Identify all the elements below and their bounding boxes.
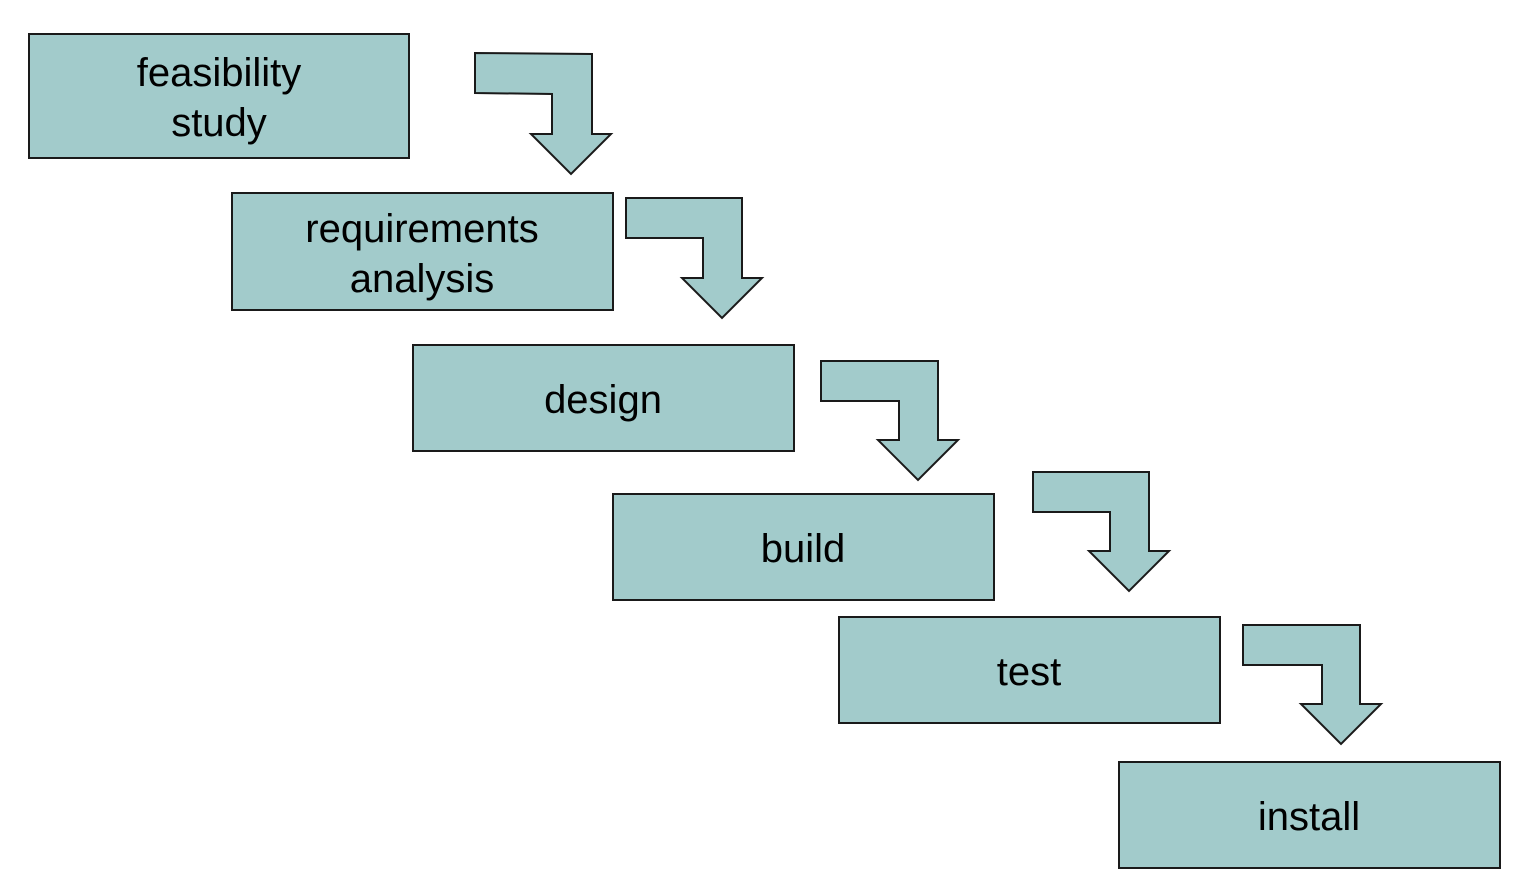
stage-box (231, 192, 614, 311)
stage-box (412, 344, 795, 452)
bent-arrow-requirements-to-design (625, 197, 765, 320)
stage-box (1118, 761, 1501, 869)
stage-box (28, 33, 410, 159)
bent-arrow-feasibility-to-requirements (474, 51, 614, 176)
stage-label-line-2: analysis (350, 257, 495, 301)
stage-build: build (612, 493, 995, 601)
stage-label: test (997, 650, 1061, 694)
stage-test: test (838, 616, 1221, 724)
bent-arrow-design-to-build (820, 360, 961, 482)
stage-requirements-analysis: requirements analysis (231, 192, 614, 311)
stage-feasibility-study: feasibility study (28, 33, 410, 159)
stage-label: install (1258, 795, 1360, 839)
stage-label-line-2: study (171, 101, 267, 145)
stage-box (612, 493, 995, 601)
bent-arrow-test-to-install (1242, 624, 1384, 746)
stage-design: design (412, 344, 795, 452)
stage-label: design (544, 378, 662, 422)
stage-label: build (761, 527, 846, 571)
stage-label-line-1: requirements (305, 207, 538, 251)
bent-arrow-build-to-test (1032, 471, 1172, 593)
stage-box (838, 616, 1221, 724)
stage-label-line-1: feasibility (137, 51, 302, 95)
stage-install: install (1118, 761, 1501, 869)
